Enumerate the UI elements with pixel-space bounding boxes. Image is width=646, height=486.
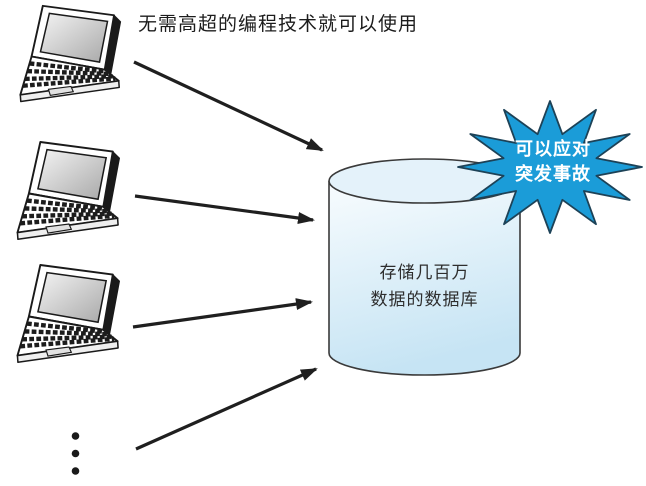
database-label: 存储几百万 数据的数据库	[329, 259, 520, 313]
laptop-icon	[17, 265, 119, 362]
arrow-client2-to-db	[134, 194, 315, 224]
database-label-line1: 存储几百万	[379, 263, 470, 282]
database-label-line2: 数据的数据库	[370, 290, 479, 309]
laptop-icon	[17, 142, 119, 239]
top-caption: 无需高超的编程技术就可以使用	[138, 14, 419, 35]
burst-label-line2: 突发事故	[515, 164, 591, 184]
starburst-icon	[457, 100, 643, 234]
burst-label: 可以应对 突发事故	[501, 137, 605, 187]
database-cylinder-icon	[328, 158, 521, 376]
burst-label-line1: 可以应对	[515, 139, 591, 159]
arrow-client1-to-db	[133, 60, 324, 152]
arrow-client3-to-db	[132, 298, 313, 329]
vertical-ellipsis-icon	[71, 432, 80, 475]
laptop-icon	[20, 6, 120, 102]
arrow-client4-to-db	[135, 367, 318, 451]
